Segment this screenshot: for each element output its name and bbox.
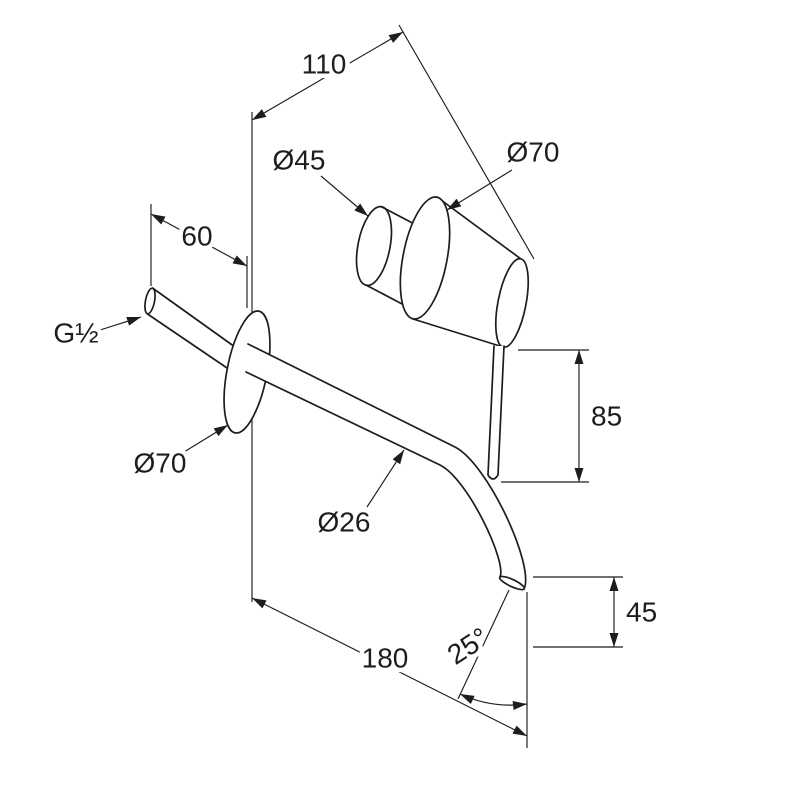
handle-lever-fill [488,346,504,479]
thread-g12-label: G½ [53,318,98,349]
arrow-45-top [609,577,619,591]
spout-outlet-face [498,575,526,591]
handle-escutcheon-ellipse [399,196,451,320]
dim-85-label: 85 [591,401,622,432]
arrow-85-top [574,350,584,364]
handle-sleeve-bottom-edge [365,284,405,306]
dim-180-label: 180 [362,643,409,674]
dia-26-label: Ø26 [318,507,371,538]
dim-45-label: 45 [626,597,657,628]
dimension-labels: 110 Ø45 Ø70 60 G½ Ø70 85 Ø26 45 25° 180 [49,44,662,678]
dim-60-label: 60 [181,221,212,252]
handle-lever-outline [487,345,505,480]
spout-lower-edge [245,371,502,578]
arrow-85-bottom [574,468,584,482]
arrow-leader-dia26 [392,447,408,465]
angle-25-reference-line [457,589,510,700]
inlet-pipe-bottom-edge [146,313,231,371]
spout-body-fill [246,344,526,589]
dia-70-spout-label: Ø70 [134,448,187,479]
spout-upper-edge [247,343,527,590]
arrow-leader-g12 [126,312,143,326]
arrow-arc25-left [458,689,475,704]
spout [245,343,527,591]
dim-110-extension-line [398,24,535,260]
inlet-pipe-top-edge [151,287,243,353]
arrow-110-outer [388,28,406,43]
inlet-pipe-end-face [144,287,156,315]
dim-60-line [150,213,248,267]
inlet-pipe [144,287,243,371]
dim-180-line [251,597,528,737]
handle-body-bottom-edge [412,318,504,348]
dim-110-label: 110 [302,49,347,80]
angle-25-label: 25° [442,621,494,670]
handle-sleeve-ellipse [355,205,393,287]
dim-110-line [251,31,404,121]
mixer-handle-unit [355,196,530,480]
dia-70-handle-label: Ø70 [507,137,560,168]
arrow-45-bottom [609,633,619,647]
dia-45-label: Ø45 [273,145,326,176]
fixture-outline [144,112,530,602]
dimension-lines [99,24,623,748]
arrow-arc25-right [512,699,528,710]
dimension-arrowheads [126,28,619,741]
